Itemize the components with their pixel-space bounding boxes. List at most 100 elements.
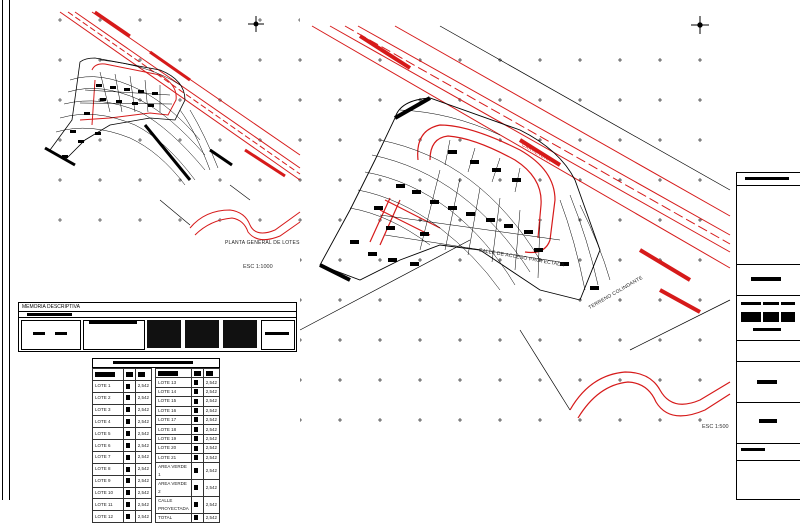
lot-name-cell: LOTE 10: [92, 486, 124, 500]
lot-area-cell: 2,542: [202, 414, 221, 426]
lot-area-cell: 2,542: [134, 474, 153, 488]
lot-area-cell: 2,542: [134, 439, 153, 453]
table-row: LOTE 3 2,542: [92, 403, 153, 417]
lot-area-cell: 2,542: [202, 478, 221, 497]
lot-name-cell: LOTE 19: [155, 433, 192, 445]
table-row: LOTE 21 2,542: [155, 452, 221, 463]
lots-table-title-bar: [92, 358, 220, 368]
memory-cells: [19, 318, 296, 350]
lot-area-cell: 2,542: [134, 403, 153, 417]
memory-title: MEMORIA DESCRIPTIVA: [19, 303, 296, 312]
lot-name-cell: LOTE 2: [92, 391, 124, 405]
lot-marker-cell: [122, 462, 136, 476]
lot-name-cell: LOTE 13: [155, 377, 192, 388]
lot-marker-cell: [190, 396, 204, 407]
lot-area-cell: 2,542: [202, 386, 221, 398]
table-row: LOTE 8 2,542: [92, 462, 153, 476]
table-row: LOTE 11 2,542: [92, 498, 153, 512]
lot-name-cell: CALLE PROYECTADA: [155, 495, 192, 514]
table-row: AREA VERDE 1 2,542: [155, 461, 221, 480]
lot-marker-cell: [122, 439, 136, 453]
lot-name-cell: LOTE 1: [92, 379, 124, 393]
lot-marker-cell: [190, 377, 204, 388]
lot-name-cell: LOTE 9: [92, 474, 124, 488]
lot-name-cell: LOTE 14: [155, 386, 192, 398]
lot-area-cell: 2,542: [202, 405, 221, 416]
lot-area-cell: 2,542: [202, 424, 221, 435]
lot-name-cell: AREA VERDE 1: [155, 461, 192, 480]
sheet-border-left-outer: [2, 0, 3, 500]
north-arrow-icon: [248, 16, 264, 32]
lot-name-cell: LOTE 15: [155, 396, 192, 407]
table-row: LOTE 14 2,542: [155, 386, 221, 398]
lot-area-cell: 2,542: [134, 462, 153, 476]
lot-name-cell: LOTE 20: [155, 443, 192, 454]
lot-marker-cell: [122, 486, 136, 500]
lot-marker-cell: [190, 452, 204, 463]
lot-name-cell: LOTE 11: [92, 498, 124, 512]
table-row: LOTE 17 2,542: [155, 414, 221, 426]
large-plan-scale: ESC 1:500: [702, 424, 729, 430]
table-row: LOTE 9 2,542: [92, 474, 153, 488]
table-row: AREA VERDE 2 2,542: [155, 478, 221, 497]
lot-name-cell: LOTE 6: [92, 439, 124, 453]
lot-marker-cell: [190, 405, 204, 416]
small-plan-caption: PLANTA GENERAL DE LOTES: [225, 240, 300, 246]
lot-area-cell: 2,542: [134, 391, 153, 405]
table-row: LOTE 5 2,542: [92, 427, 153, 441]
lot-area-cell: 2,542: [202, 452, 221, 463]
lot-area-cell: 2,542: [202, 396, 221, 407]
lot-area-cell: 2,542: [202, 443, 221, 454]
lot-marker-cell: [190, 414, 204, 426]
lot-name-cell: LOTE 17: [155, 414, 192, 426]
lot-marker-cell: [122, 379, 136, 393]
lot-name-cell: AREA VERDE 2: [155, 478, 192, 497]
lot-area-cell: 2,542: [202, 512, 221, 523]
lot-area-cell: 2,542: [202, 495, 221, 514]
lot-area-cell: 2,542: [134, 427, 153, 441]
lot-area-cell: 2,542: [134, 486, 153, 500]
memory-header-bar: [19, 312, 296, 318]
lot-marker-cell: [190, 443, 204, 454]
lot-area-cell: 2,542: [202, 461, 221, 480]
lot-marker-cell: [190, 433, 204, 445]
lot-marker-cell: [122, 427, 136, 441]
lot-marker-cell: [190, 386, 204, 398]
lot-marker-cell: [122, 403, 136, 417]
lot-name-cell: LOTE 3: [92, 403, 124, 417]
large-site-plan[interactable]: [299, 25, 731, 430]
title-block: [736, 172, 800, 500]
lot-name-cell: LOTE 18: [155, 424, 192, 435]
sheet-border-left-inner: [9, 0, 10, 500]
drawing-canvas[interactable]: [0, 0, 800, 500]
lot-area-cell: 2,542: [134, 451, 153, 464]
lot-name-cell: LOTE 12: [92, 510, 124, 523]
lot-marker-cell: [122, 415, 136, 429]
lot-marker-cell: [122, 451, 136, 464]
lot-name-cell: LOTE 5: [92, 427, 124, 441]
lot-name-cell: LOTE 8: [92, 462, 124, 476]
small-plan-scale: ESC 1:1000: [243, 264, 273, 270]
table-row: LOTE 10 2,542: [92, 486, 153, 500]
lot-marker-cell: [190, 495, 204, 514]
lot-marker-cell: [122, 510, 136, 523]
small-site-plan[interactable]: [30, 10, 301, 245]
lot-marker-cell: [122, 391, 136, 405]
table-row: LOTE 2 2,542: [92, 391, 153, 405]
lot-area-cell: 2,542: [134, 510, 153, 523]
lot-area-cell: 2,542: [134, 498, 153, 512]
lot-name-cell: LOTE 21: [155, 452, 192, 463]
lot-marker-cell: [122, 498, 136, 512]
table-row: CALLE PROYECTADA 2,542: [155, 495, 221, 514]
table-row: LOTE 20 2,542: [155, 443, 221, 454]
